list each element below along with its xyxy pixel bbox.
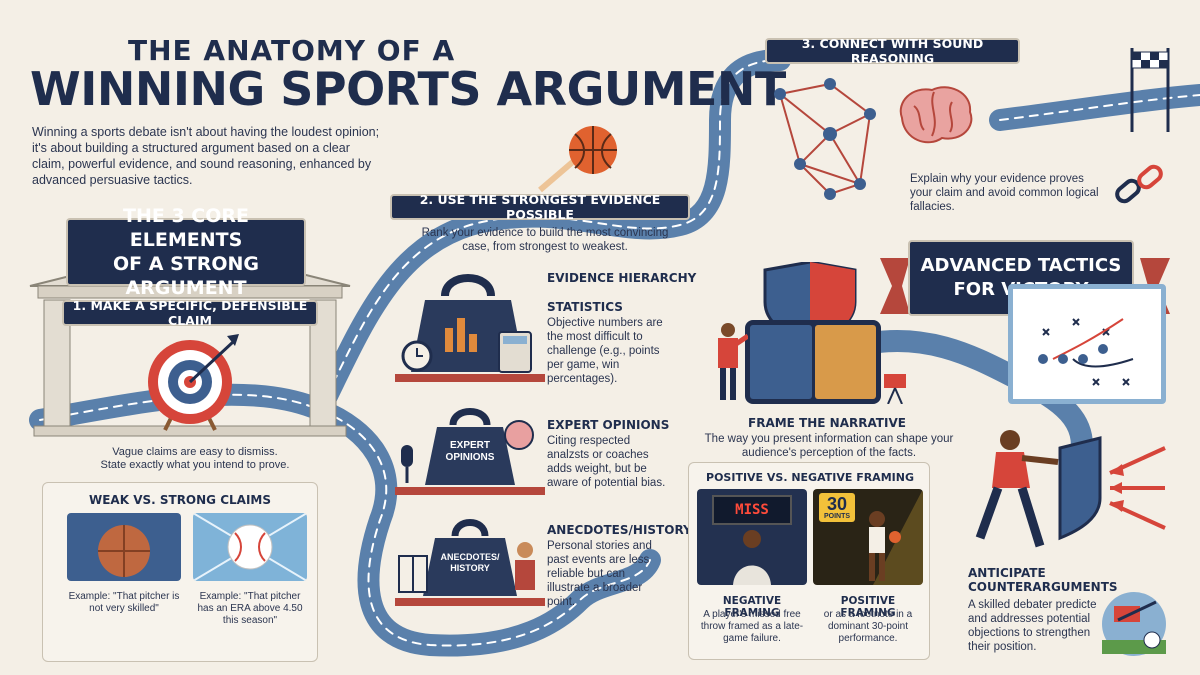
framing-card: POSITIVE VS. NEGATIVE FRAMING MISS 30 PO… [688,462,930,660]
finish-flag-icon [1130,48,1170,132]
points-badge: 30 POINTS [819,493,856,522]
presenter-icon [718,323,748,400]
step1-caption-line2: State exactly what you intend to prove. [100,459,290,471]
weak-claim-example: Example: "That pitcher is not very skill… [68,591,180,614]
star-player-icon [869,489,923,585]
miss-label: MISS [735,502,769,518]
playbook-board [1008,284,1166,404]
blurry-basketball-icon [98,525,150,577]
target-icon [148,334,239,431]
anecdotes-weight-label: ANECDOTES/ HISTORY [440,552,500,573]
step2-desc: Rank your evidence to build the most con… [421,227,669,253]
expert-opinions-title: EXPERT OPINIONS [547,418,670,432]
expert-weight-label: EXPERT OPINIONS [445,440,495,463]
title-kicker: THE ANATOMY OF A [128,34,456,67]
negative-framing-title: NEGATIVE FRAMING [722,595,782,619]
broken-chain-icon [1115,164,1163,204]
frame-title: FRAME THE NARRATIVE [748,416,906,430]
core-banner-line1: THE 3 CORE ELEMENTS [123,205,249,251]
strong-claim-image [193,513,307,581]
tablet-screen-right [814,325,876,399]
sad-player-icon [733,530,771,585]
weak-strong-title: WEAK VS. STRONG CLAIMS [89,493,271,507]
points-label: POINTS [824,513,851,520]
soccer-flag-icon [1102,592,1166,656]
expert-weight-icon [395,408,545,495]
brain-icon [899,86,973,144]
camera-icon [884,374,906,404]
anecdotes-title: ANECDOTES/HISTORY [547,523,692,537]
positive-framing-text: or as a footnote in a dominant 30-point … [823,609,913,644]
weak-claim-image [67,513,181,581]
tablet-icon [745,320,881,404]
advanced-banner-line1: ADVANCED TACTICS [920,255,1122,276]
strong-claim-example: Example: "That pitcher has an ERA above … [197,591,303,626]
step1-title: 1. MAKE A SPECIFIC, DEFENSIBLE CLAIM [62,298,318,328]
anecdotes-text: Personal stories and past events are les… [547,540,652,608]
intro-text: Winning a sports debate isn't about havi… [32,125,380,187]
anticipate-title: ANTICIPATE COUNTERARGUMENTS [968,566,1118,594]
core-elements-banner: THE 3 CORE ELEMENTS OF A STRONG ARGUMENT [66,205,306,299]
sharp-baseball-icon [193,513,307,581]
step2-title: 2. USE THE STRONGEST EVIDENCE POSSIBLE [390,192,690,222]
reasoning-network-icon [774,78,876,200]
page-title: WINNING SPORTS ARGUMENT [30,62,786,116]
basketball-icon [538,126,617,193]
frame-desc: The way you present information can shap… [704,433,954,459]
step1-caption-line1: Vague claims are easy to dismiss. [112,446,278,458]
step3-title: 3. CONNECT WITH SOUND REASONING [765,36,1020,66]
evidence-hierarchy-label: EVIDENCE HIERARCHY [547,271,697,285]
negative-framing-text: A player's missed free throw framed as a… [700,609,804,644]
step1-caption: Vague claims are easy to dismiss. State … [95,446,295,472]
play-diagram-icon [1038,318,1134,386]
positive-frame-image: 30 POINTS [813,489,923,585]
statistics-title: STATISTICS [547,300,623,314]
framing-title: POSITIVE VS. NEGATIVE FRAMING [706,471,914,484]
defending-player-icon [975,430,1166,548]
weak-strong-card: WEAK VS. STRONG CLAIMS Example: "That pi… [42,482,318,662]
statistics-text: Objective numbers are the most difficult… [547,317,663,385]
positive-framing-title: POSITIVE FRAMING [840,595,896,619]
tablet-screen-left [750,325,812,399]
step3-desc: Explain why your evidence proves your cl… [910,173,1099,213]
statistics-weight-icon [395,274,545,382]
expert-opinions-text: Citing respected analzsts or coaches add… [547,435,666,489]
scoreboard: MISS [712,495,792,525]
anticipate-text: A skilled debater predicte and addresses… [968,599,1097,653]
core-banner-line2: OF A STRONG ARGUMENT [113,253,259,299]
points-value: 30 [827,494,848,514]
anecdotes-weight-icon [395,519,545,606]
negative-frame-image: MISS [697,489,807,585]
